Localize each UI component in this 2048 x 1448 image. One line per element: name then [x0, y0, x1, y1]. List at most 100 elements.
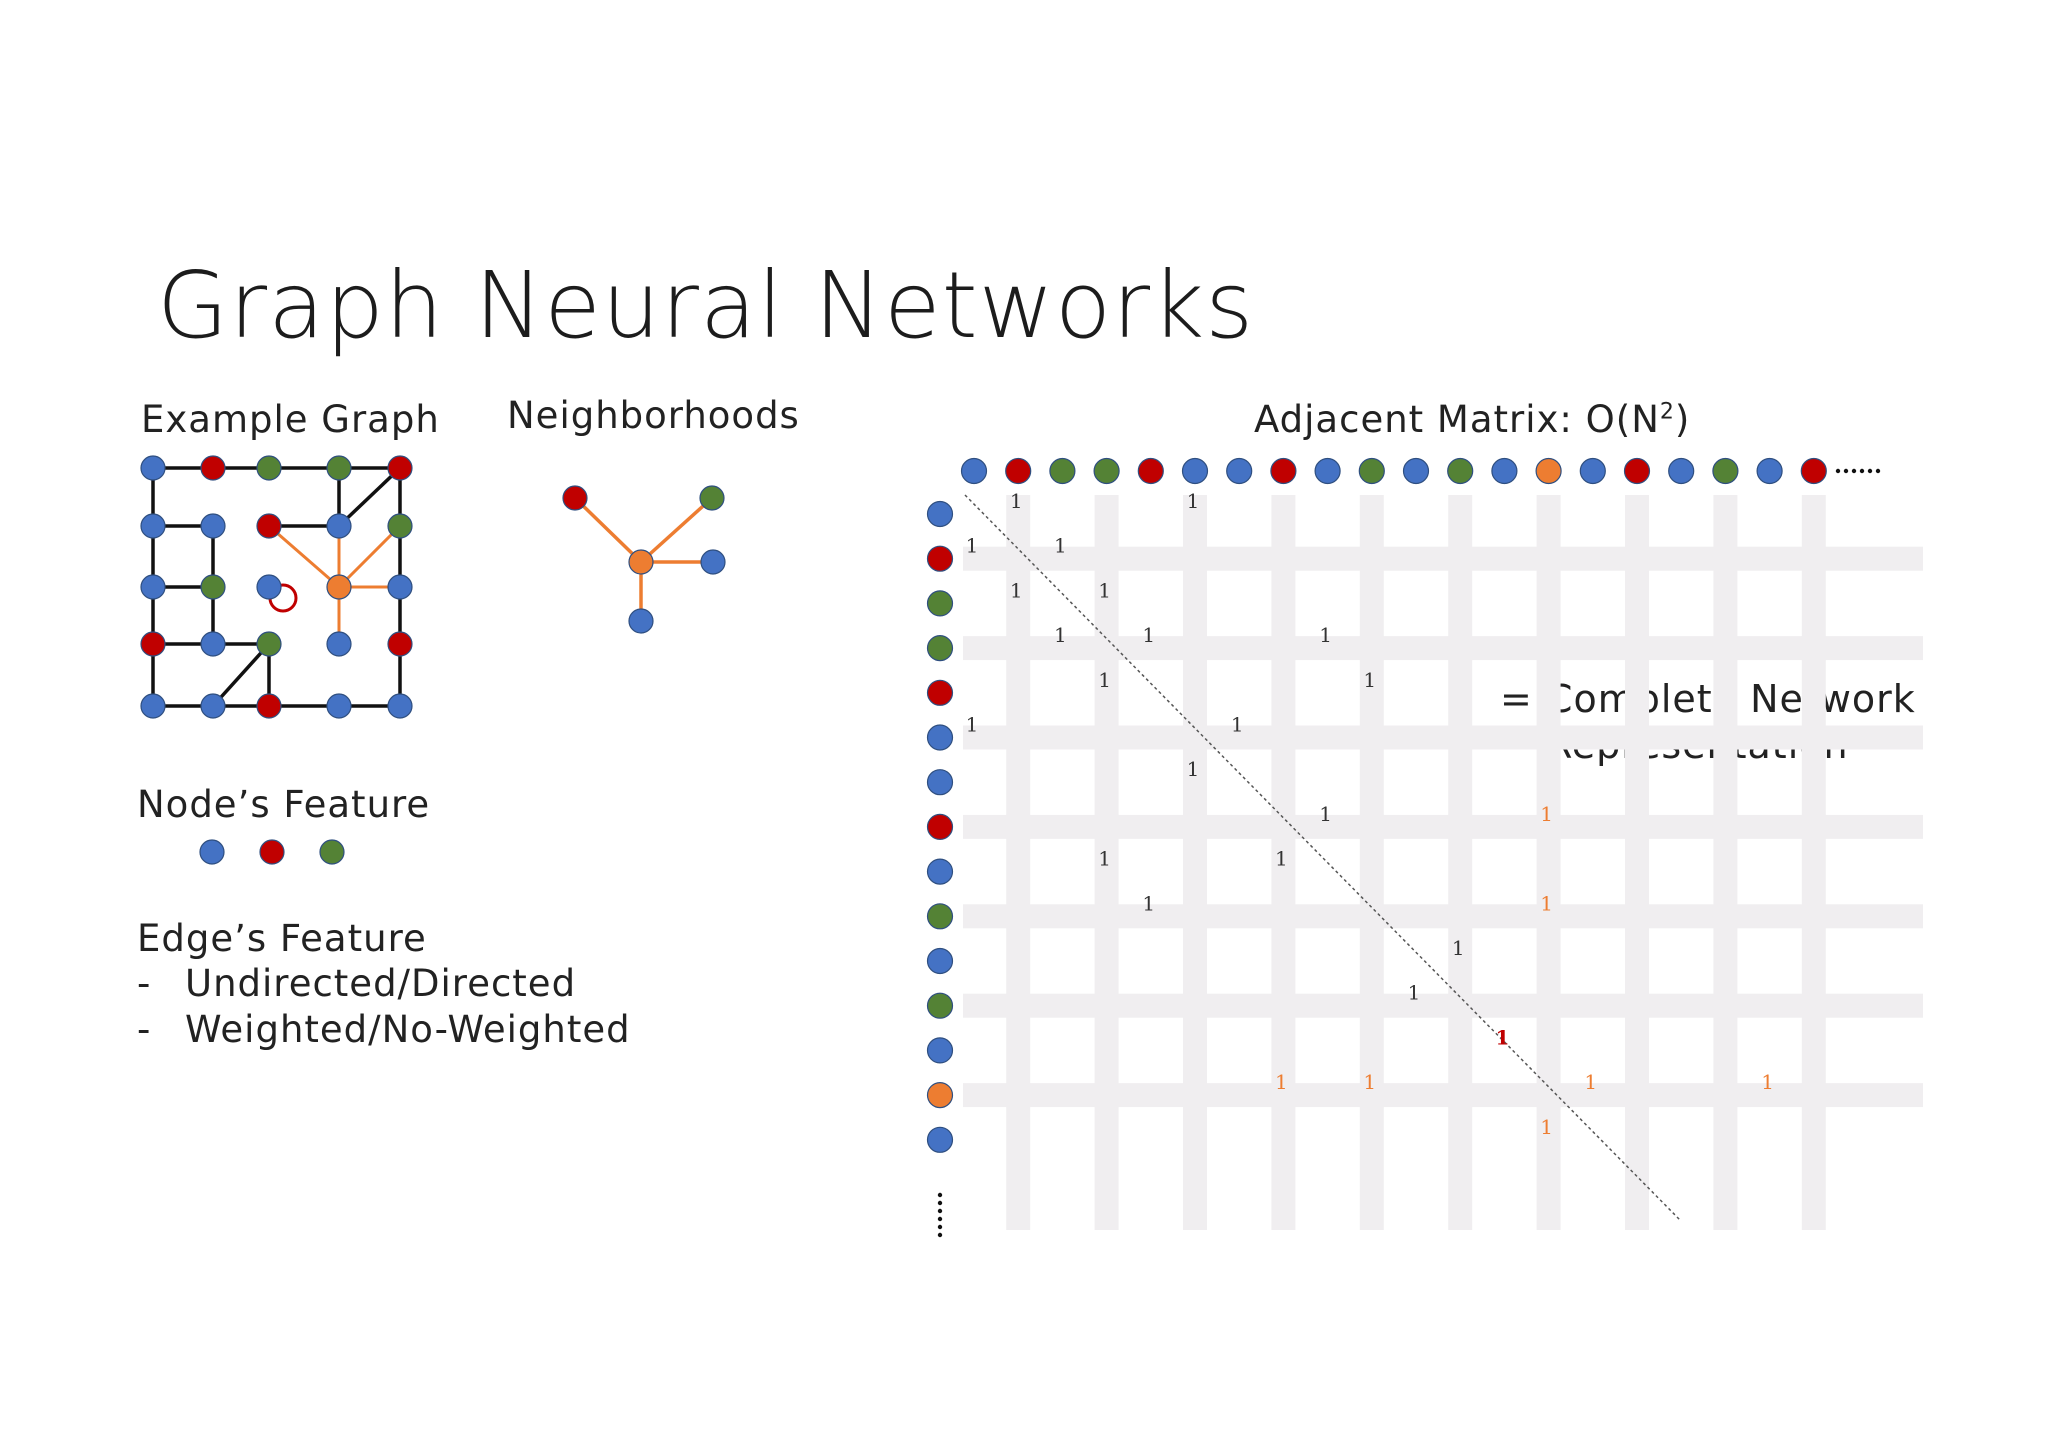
matrix-entry: 1	[1231, 713, 1244, 737]
matrix-column-node	[1800, 457, 1827, 485]
graph-edge	[337, 466, 402, 528]
graph-node	[200, 455, 226, 481]
matrix-entry: 1	[1098, 578, 1111, 602]
example-graph-label: Example Graph	[141, 398, 440, 441]
grid-row-bar	[963, 814, 1923, 839]
matrix-entry: 1	[1319, 802, 1332, 826]
feature-sample-node	[259, 839, 285, 865]
edge-feature-item: -Undirected/Directed	[137, 962, 576, 1005]
graph-node	[326, 513, 352, 539]
matrix-entry: 1	[1054, 534, 1067, 558]
matrix-entry: 1	[966, 713, 979, 737]
matrix-row-node	[926, 1126, 954, 1153]
matrix-entry: 1	[1010, 489, 1023, 513]
matrix-row-node	[926, 992, 954, 1019]
node-feature-label: Node’s Feature	[137, 783, 431, 826]
matrix-row-node	[926, 545, 954, 572]
grid-row-bar	[963, 904, 1923, 929]
neighborhood-edge	[573, 496, 643, 564]
edge-feature-item: -Weighted/No-Weighted	[137, 1008, 631, 1051]
grid-column-bar	[1359, 495, 1384, 1230]
graph-edge	[211, 642, 271, 708]
matrix-label-close: )	[1674, 398, 1691, 441]
grid-row-bar	[963, 636, 1923, 661]
matrix-left-nodes	[926, 500, 954, 1153]
graph-node	[256, 574, 282, 600]
grid-column-bar	[1006, 495, 1031, 1230]
matrix-diagonal	[964, 494, 1681, 1221]
grid-row-bar	[963, 725, 1923, 750]
matrix-entry: 1	[1142, 891, 1155, 915]
graph-node	[387, 693, 413, 719]
matrix-row-node	[926, 903, 954, 930]
ellipsis-right	[1835, 468, 1881, 474]
graph-node	[256, 455, 282, 481]
graph-node	[140, 574, 166, 600]
edge-feature-text: Weighted/No-Weighted	[185, 1008, 631, 1051]
adjacent-matrix-label: Adjacent Matrix: O(N2)	[1254, 398, 1690, 441]
example-graph-nodes	[140, 455, 413, 719]
grid-row-bar	[963, 546, 1923, 571]
matrix-column-node	[1181, 457, 1209, 485]
graph-node	[387, 513, 413, 539]
matrix-column-node	[1579, 457, 1606, 485]
matrix-column-node	[1756, 457, 1783, 485]
neighborhood-node	[628, 608, 654, 634]
grid-column-bar	[1271, 495, 1296, 1230]
matrix-entry: 1	[1761, 1070, 1774, 1094]
graph-node	[200, 693, 226, 719]
grid-row-bar	[963, 993, 1923, 1018]
neighborhoods-label: Neighborhoods	[507, 394, 800, 437]
matrix-entry: 1	[1540, 891, 1553, 915]
matrix-label-text: Adjacent Matrix: O(N	[1254, 398, 1660, 441]
bullet-dash: -	[137, 1008, 152, 1051]
matrix-column-node	[960, 457, 988, 485]
neighborhood-node	[699, 485, 725, 511]
example-graph	[140, 455, 413, 719]
graph-node	[200, 631, 226, 657]
matrix-column-node	[1535, 457, 1562, 485]
graph-node	[326, 574, 352, 600]
matrix-column-node	[1623, 457, 1651, 485]
matrix-entry: 1	[1540, 1115, 1553, 1139]
matrix-column-node	[1226, 457, 1253, 485]
graph-edge-highlight	[268, 524, 340, 589]
matrix-row-node	[926, 1081, 954, 1109]
matrix-entry: 1	[1363, 668, 1376, 692]
matrix-column-node	[1093, 457, 1120, 485]
matrix-entry: 1	[1098, 847, 1111, 871]
matrix-column-node	[1137, 457, 1164, 485]
matrix-entry: 1	[1142, 623, 1155, 647]
bullet-dash: -	[137, 962, 152, 1005]
graph-node	[256, 693, 282, 719]
matrix-column-node	[1005, 457, 1032, 485]
matrix-entry: 1	[1452, 936, 1465, 960]
neighborhood-node	[562, 485, 588, 511]
grid-column-bar	[1183, 495, 1207, 1230]
matrix-entry: 1	[1275, 1070, 1288, 1094]
neighborhood-nodes	[562, 485, 726, 634]
matrix-entry: 1	[1275, 847, 1288, 871]
graph-node	[256, 513, 282, 539]
matrix-column-node	[1712, 457, 1739, 485]
graph-node	[140, 513, 166, 539]
graph-node	[326, 455, 352, 481]
graph-node	[200, 574, 226, 600]
feature-sample-node	[319, 839, 345, 865]
matrix-row-node	[926, 635, 954, 662]
matrix-entry: 1	[1363, 1070, 1376, 1094]
ellipsis-bottom	[937, 1192, 943, 1238]
neighborhood-node	[628, 549, 654, 575]
matrix-entry: 1	[1187, 757, 1200, 781]
grid-column-bar	[1625, 495, 1649, 1230]
matrix-column-node	[1358, 457, 1385, 485]
matrix-column-node	[1668, 457, 1695, 485]
graph-node	[326, 631, 352, 657]
matrix-entry: 1	[1584, 1070, 1597, 1094]
matrix-grid	[963, 495, 1923, 1230]
matrix-entry: 1	[1408, 981, 1421, 1005]
matrix-row-node	[926, 724, 954, 751]
matrix-column-node	[1049, 457, 1076, 485]
matrix-row-node	[926, 1037, 954, 1064]
